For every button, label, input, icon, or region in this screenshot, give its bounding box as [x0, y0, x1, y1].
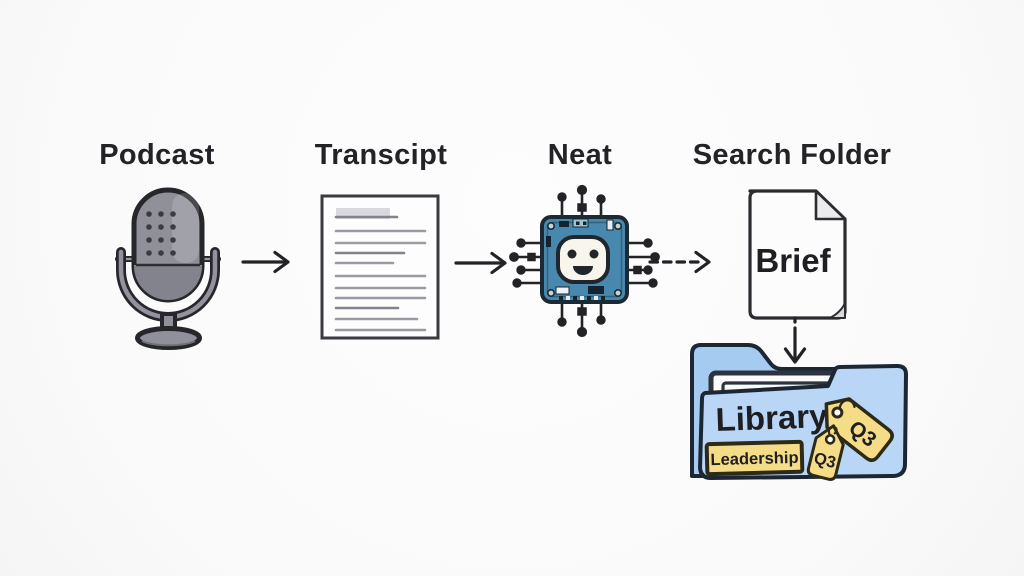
chip-face-right-eye	[589, 249, 599, 259]
mic-grille-dots	[146, 211, 176, 256]
q3-tag-small-label: Q3	[812, 449, 838, 472]
brief-folded-corner	[814, 189, 847, 221]
mic-base-shade	[141, 340, 196, 347]
q3-tag-large: Q3	[824, 397, 894, 462]
step-label-search-folder: Search Folder	[692, 139, 892, 171]
library-folder-icon: Library Leadership Q3 Q3	[690, 343, 908, 481]
q3-tag-large-string	[838, 398, 856, 410]
q3-tag-small-string	[827, 425, 838, 436]
brief-label: Brief	[755, 242, 831, 279]
arrow-brief-to-library	[783, 316, 807, 364]
chip-face-smile	[573, 266, 593, 275]
mic-highlight	[172, 193, 199, 263]
arrow-podcast-to-transcript	[241, 250, 290, 274]
q3-tag-small-hole	[824, 434, 836, 445]
step-label-podcast: Podcast	[99, 139, 215, 171]
transcript-document-icon	[320, 194, 440, 340]
chip-face-left-eye	[567, 249, 577, 259]
chip-components	[546, 218, 614, 300]
arrow-transcript-to-neat	[454, 251, 507, 275]
ai-chip-icon	[509, 184, 660, 338]
leadership-tag-shape	[704, 439, 805, 477]
transcript-text-lines	[334, 215, 427, 332]
leadership-tag-label: Leadership	[710, 449, 798, 469]
arrow-neat-to-search-folder	[648, 250, 711, 274]
chip-bottom-pads	[559, 296, 605, 300]
chip-pins	[509, 184, 660, 338]
q3-tag-small: Q3	[806, 424, 845, 481]
chip-corner-screws	[546, 222, 622, 297]
mic-capsule-lower	[134, 265, 202, 300]
step-label-neat: Neat	[547, 139, 613, 171]
microphone-icon	[115, 187, 221, 350]
leadership-tag: Leadership	[704, 439, 805, 477]
folder-title: Library	[715, 397, 829, 438]
brief-document-icon: Brief	[748, 189, 847, 320]
mic-base	[135, 326, 202, 350]
step-label-transcript: Transcipt	[314, 139, 448, 171]
brief-page-curl	[829, 302, 846, 319]
transcript-page	[320, 194, 440, 340]
chip-face	[556, 235, 610, 284]
transcript-highlight-block	[336, 208, 390, 219]
